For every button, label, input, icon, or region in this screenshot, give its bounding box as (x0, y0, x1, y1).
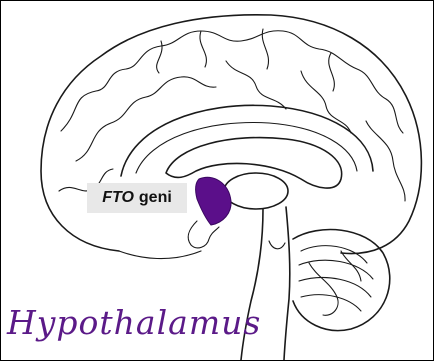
thalamus (224, 173, 288, 209)
gyri-lines (61, 31, 403, 133)
gene-label-box: FTO geni (87, 183, 187, 213)
gene-word-text: geni (139, 189, 172, 207)
cingulate-gyrus (121, 105, 373, 176)
corpus-callosum (166, 138, 342, 189)
gene-symbol-text: FTO (102, 189, 134, 207)
cerebrum-outline (41, 15, 421, 254)
hypothalamus-caption: Hypothalamus (7, 303, 261, 342)
pituitary-stalk (188, 221, 219, 248)
